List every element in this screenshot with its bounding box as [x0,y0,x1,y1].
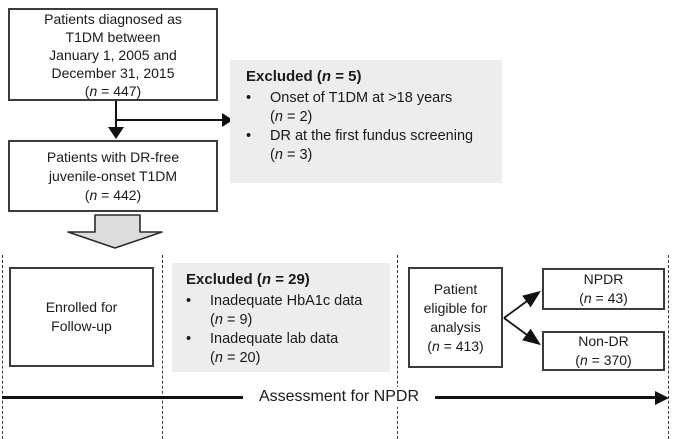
excluded-item-text: Inadequate lab data [210,331,339,347]
box-text-line: (n = 370) [575,352,632,368]
box-enrolled: Enrolled for Follow-up [9,267,154,367]
connector-vertical-line [115,101,117,128]
list-item: • DR at the first fundus screening (n = … [246,127,492,165]
assessment-arrowhead-right-icon [655,390,669,405]
excluded-item-count: (n = 9) [210,312,253,328]
bullet-icon: • [186,331,192,347]
dashed-separator-2 [162,255,163,439]
box-text-line: juvenile-onset T1DM [48,167,178,184]
excluded-item-text: Inadequate HbA1c data [210,293,363,309]
box-text-line: December 31, 2015 [51,64,175,81]
arrowhead-right-icon [222,113,233,127]
list-item: • Inadequate lab data (n = 20) [186,330,380,368]
box-eligible: Patient eligible for analysis (n = 413) [408,267,503,368]
list-item: • Inadequate HbA1c data (n = 9) [186,292,380,330]
box-text-line: (n = 447) [84,82,142,99]
dashed-separator-1 [2,255,3,439]
box-nondr: Non-DR (n = 370) [542,331,665,371]
excluded-item-count: (n = 3) [270,147,313,163]
excluded-bottom-title: Excluded (n = 29) [186,271,310,288]
assessment-axis-label: Assessment for NPDR [243,387,435,407]
excluded-top-box: Excluded (n = 5) • Onset of T1DM at >18 … [230,60,502,183]
assessment-axis-right-line [435,396,656,399]
box-patients-diagnosed: Patients diagnosed as T1DM between Janua… [8,8,218,101]
box-text-line: Patient [433,280,478,297]
assessment-axis-left-line [2,396,243,399]
bullet-icon: • [186,293,192,309]
list-item: • Onset of T1DM at >18 years (n = 2) [246,89,492,127]
box-text-line: Follow-up [51,318,112,334]
box-text-line: (n = 442) [84,186,142,203]
bullet-icon: • [246,90,252,106]
dashed-separator-4 [668,255,669,439]
box-text-line: T1DM between [65,28,161,45]
connector-branch-line [116,119,222,121]
box-text-line: Patients with DR-free [46,148,180,165]
excluded-item-count: (n = 2) [270,109,313,125]
box-text-line: January 1, 2005 and [49,46,177,63]
dashed-separator-3 [397,255,398,439]
excluded-top-title: Excluded (n = 5) [246,68,362,85]
box-text-line: analysis [430,318,481,335]
box-text-line: NPDR [583,271,624,287]
box-drfree-t1dm: Patients with DR-free juvenile-onset T1D… [8,140,218,212]
excluded-item-text: DR at the first fundus screening [270,128,474,144]
block-arrow-down-icon [67,214,163,249]
box-text-line: eligible for [423,299,488,316]
diverging-arrows-icon [503,290,541,346]
excluded-item-text: Onset of T1DM at >18 years [270,90,453,106]
box-text-line: Patients diagnosed as [44,10,182,27]
excluded-item-count: (n = 20) [210,350,261,366]
box-text-line: Enrolled for [45,299,118,315]
arrowhead-down-icon [108,127,124,139]
box-text-line: (n = 413) [427,337,484,354]
box-text-line: (n = 43) [579,290,628,306]
excluded-bottom-box: Excluded (n = 29) • Inadequate HbA1c dat… [172,263,390,372]
box-text-line: Non-DR [578,333,629,349]
box-npdr: NPDR (n = 43) [542,268,665,310]
bullet-icon: • [246,128,252,144]
